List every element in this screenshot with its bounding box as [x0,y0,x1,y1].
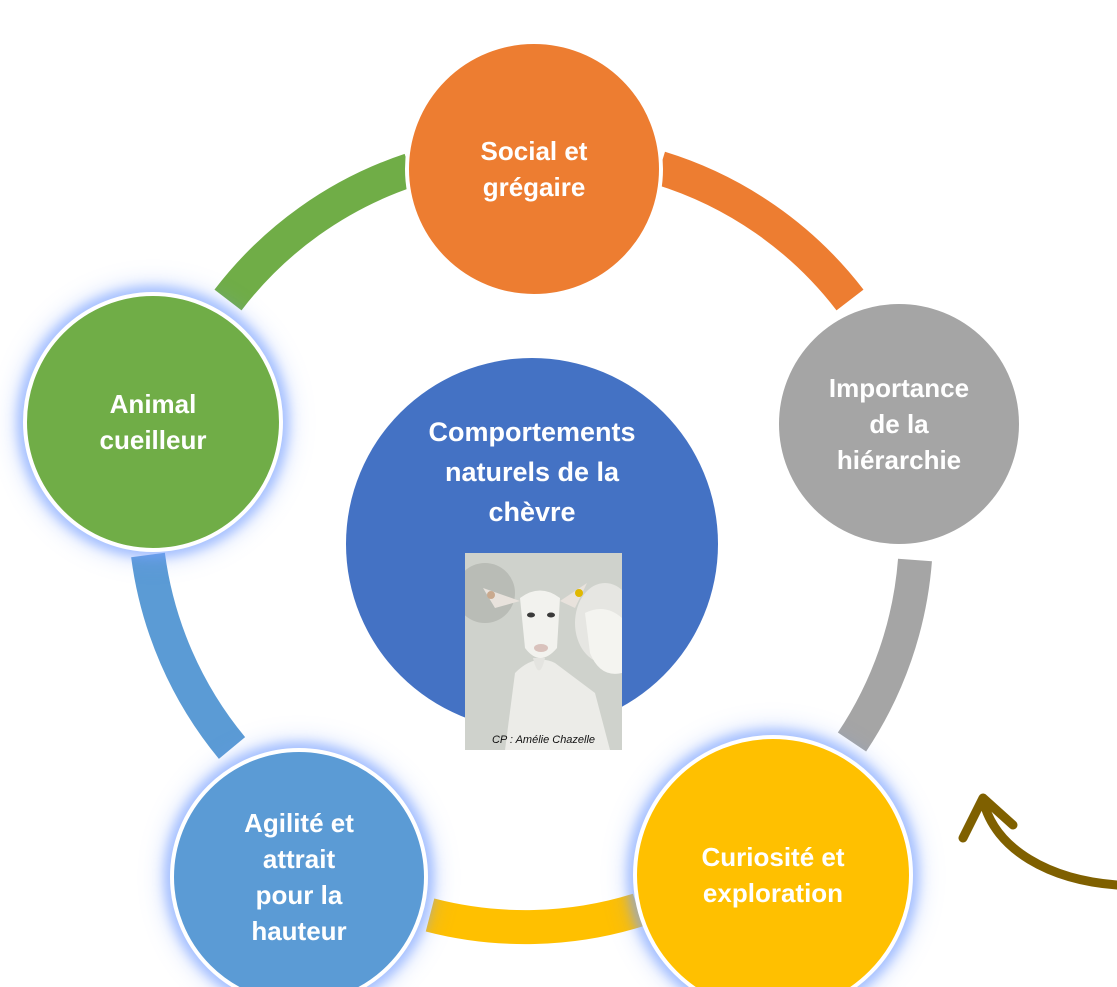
arc-agility-to-gatherer [131,552,246,759]
center-label-line-3: chèvre [488,497,576,527]
node-gatherer-line-2: cueilleur [99,425,207,455]
arc-social-to-hierarchy [654,151,864,311]
node-social-gregarious: Social et grégaire [405,40,663,298]
node-gatherer-line-1: Animal [109,389,197,419]
node-agility-line-3: pour la [255,880,343,910]
goat-illustration [465,553,622,750]
arc-curiosity-to-agility [425,893,644,945]
node-hierarchy-line-1: Importance [828,373,970,403]
center-label-line-1: Comportements [428,417,636,447]
goat-photo: CP : Amélie Chazelle [465,553,622,750]
node-agility-line-2: attrait [262,844,336,874]
node-hierarchy-line-2: de la [869,409,929,439]
arc-hierarchy-to-curiosity [837,558,932,752]
node-social-line-2: grégaire [482,172,586,202]
center-label: Comportements naturels de la chèvre [428,412,635,532]
node-social-line-1: Social et [480,136,588,166]
node-agility-height: Agilité et attrait pour la hauteur [170,748,428,987]
node-animal-gatherer: Animal cueilleur [23,292,283,552]
node-curiosity-exploration: Curiosité et exploration [633,735,913,987]
node-curiosity-line-1: Curiosité et [701,842,845,872]
node-agility-line-4: hauteur [251,916,347,946]
curved-arrow-icon [978,795,1117,890]
curved-arrow-head-icon [958,793,1018,843]
arc-gatherer-to-social [214,153,416,311]
node-hierarchy-line-3: hiérarchie [836,445,962,475]
photo-credit: CP : Amélie Chazelle [491,734,596,746]
node-hierarchy: Importance de la hiérarchie [775,300,1023,548]
node-agility-line-1: Agilité et [244,808,354,838]
node-curiosity-line-2: exploration [702,878,844,908]
center-label-line-2: naturels de la [444,457,620,487]
